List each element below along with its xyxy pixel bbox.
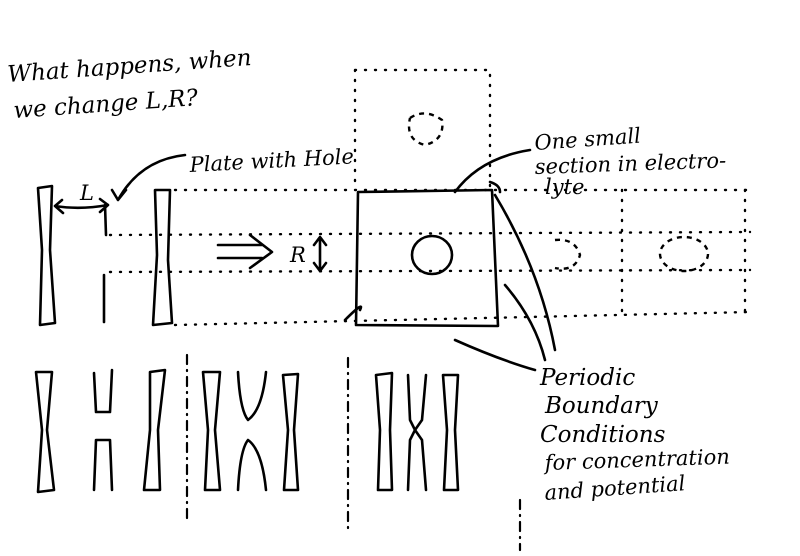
small-section-line-3: lyte — [545, 175, 584, 199]
L-label: L — [79, 181, 94, 205]
variant3-plate-right — [441, 373, 460, 492]
right-plate — [151, 188, 174, 327]
periodic-pointer-lines — [343, 193, 557, 372]
periodic-line-1: Periodic — [539, 365, 635, 391]
variant2-plate-right — [281, 372, 300, 492]
variant3-plate-left — [374, 371, 394, 492]
question-line-2: we change L,R? — [13, 85, 200, 124]
dotted-right-cells — [620, 188, 747, 322]
periodic-line-2: Boundary — [544, 393, 659, 419]
periodic-hole-right-1 — [554, 238, 582, 270]
dotted-line-channel-top — [108, 230, 752, 237]
variant2-plate-left — [201, 370, 222, 492]
L-dimension-arrow — [53, 197, 110, 215]
variant2-hole-plate — [236, 370, 268, 492]
periodic-line-5: and potential — [544, 471, 686, 505]
question-line-1: What happens, when — [7, 45, 253, 88]
small-section-pointer — [453, 148, 532, 194]
R-dimension-arrow — [312, 235, 328, 273]
dotted-line-channel-bottom — [108, 268, 752, 274]
flow-arrow-icon — [216, 233, 274, 270]
dotted-line-bottom — [173, 310, 752, 327]
small-section-line-1: One small — [534, 124, 642, 155]
periodic-hole-right-2 — [658, 235, 710, 273]
R-label: R — [289, 243, 306, 267]
hole-circle — [410, 234, 454, 276]
periodic-hole-top — [407, 112, 444, 147]
variant3-hole-plate — [406, 373, 428, 492]
left-plate — [36, 184, 57, 327]
variant1-hole-plate — [92, 368, 114, 492]
hole-plate-upper — [103, 203, 108, 237]
periodic-line-3: Conditions — [540, 422, 666, 448]
dotted-upper-cell — [353, 68, 492, 192]
periodic-line-4: for concentration — [542, 445, 730, 476]
variant1-plate-left — [34, 370, 56, 494]
plate-with-hole-label: Plate with Hole — [188, 144, 354, 177]
unit-cell-square — [354, 188, 500, 328]
plate-pointer-arrow — [110, 153, 187, 202]
variant1-plate-right — [142, 368, 167, 492]
